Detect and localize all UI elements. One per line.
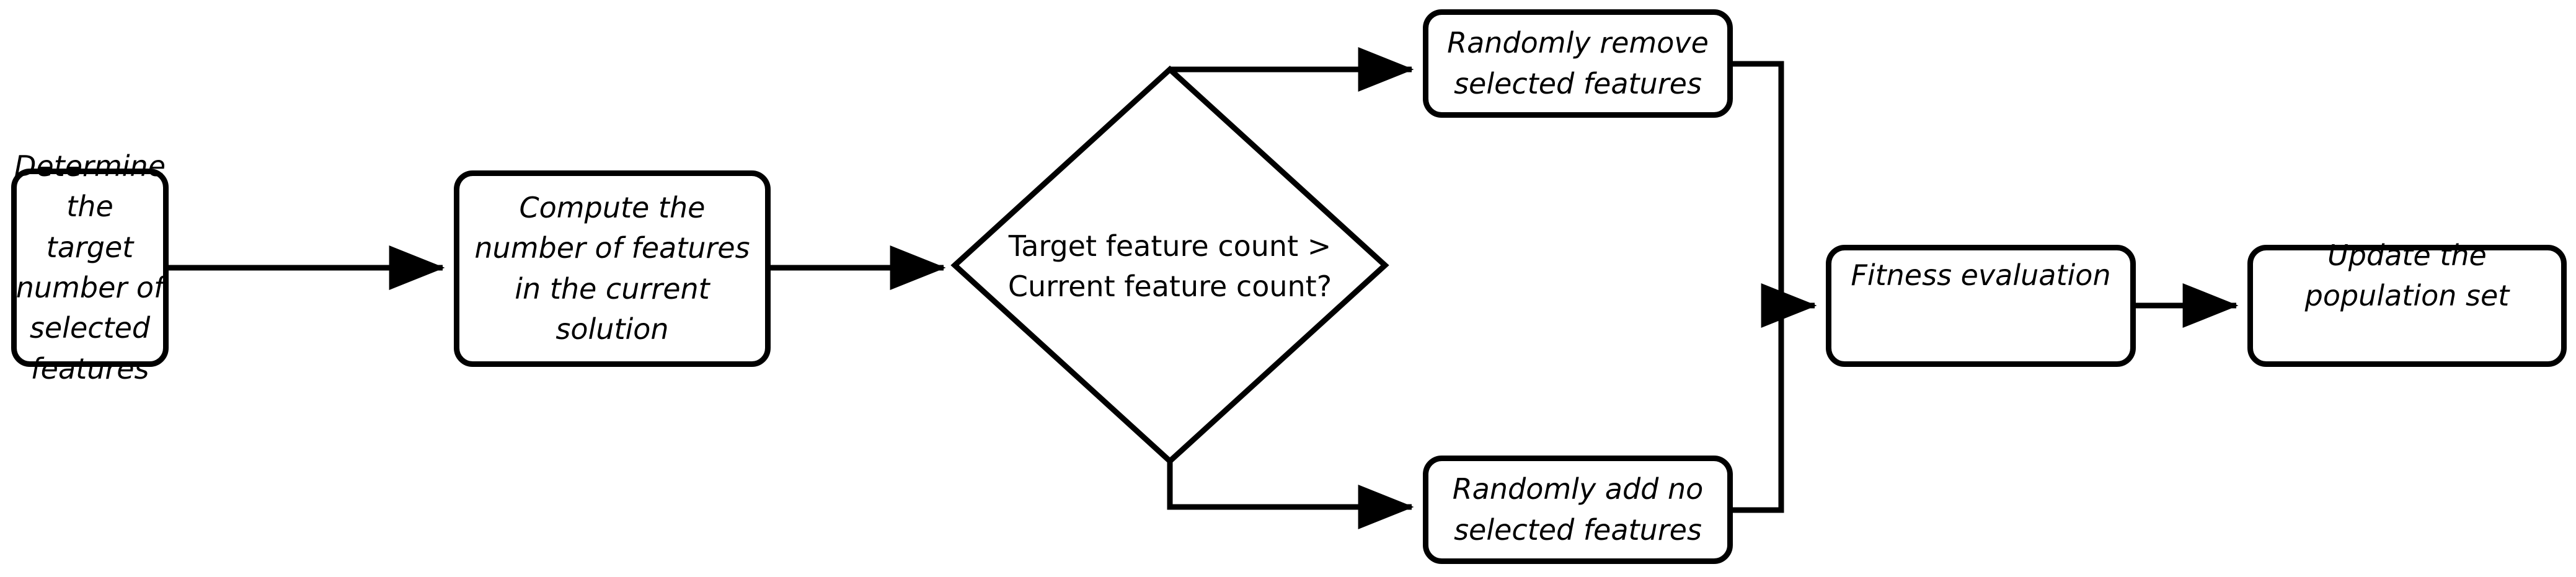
node-randomly-remove[interactable] [1423, 9, 1733, 118]
node-compute-feature-count[interactable] [454, 170, 771, 367]
node-fitness-evaluation[interactable] [1826, 245, 2136, 367]
edge-remove-to-bus [1730, 61, 1784, 306]
node-decision-target-vs-current[interactable] [950, 65, 1389, 465]
edge-add-to-bus [1730, 306, 1784, 513]
node-update-population-set[interactable] [2247, 245, 2567, 367]
node-randomly-add[interactable] [1423, 456, 1733, 564]
edge-decision-to-add [1167, 461, 1412, 510]
node-determine-target-number[interactable] [11, 169, 169, 367]
